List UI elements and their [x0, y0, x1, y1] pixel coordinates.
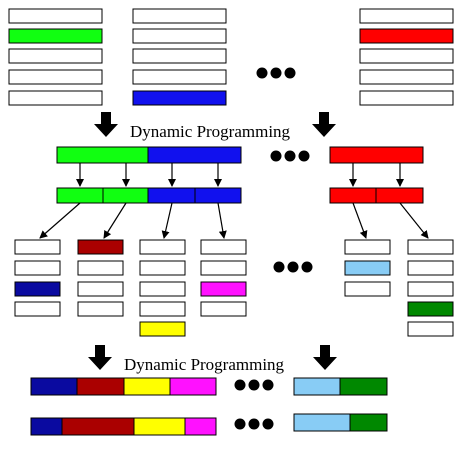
split-red-b [375, 187, 424, 204]
connector-arrow [39, 202, 81, 239]
lower-col5-box [344, 260, 391, 276]
connector-arrow [217, 202, 227, 239]
ellipsis-icon [234, 418, 274, 430]
split-blue-a [147, 187, 196, 204]
top-col1-box [8, 8, 103, 24]
lower-col3-box [139, 301, 186, 317]
final1-dark-blue [30, 377, 78, 396]
top-col1-box [8, 90, 103, 106]
dp-blue-segment [147, 146, 242, 164]
connector-arrow [352, 202, 368, 239]
down-arrow-icon [313, 345, 337, 370]
split-blue-b [194, 187, 242, 204]
connector-arrow [399, 202, 429, 239]
final1-light-blue [293, 377, 341, 396]
lower-col2-box [77, 260, 124, 276]
dp-red-segment [329, 146, 424, 164]
down-arrow-icon [312, 112, 336, 137]
top-col2-box [132, 8, 227, 24]
lower-col4-box [200, 301, 247, 317]
final1-magenta [169, 377, 217, 396]
final1-dark-red [76, 377, 125, 396]
ellipsis-icon [234, 379, 274, 391]
icons-layer [88, 67, 337, 430]
lower-col1-box [14, 239, 61, 255]
connector-arrow [103, 202, 127, 239]
lower-col1-box [14, 301, 61, 317]
top-col1-box [8, 48, 103, 64]
lower-col6-box [407, 239, 454, 255]
final2-magenta [184, 417, 217, 436]
down-arrow-icon [94, 112, 118, 137]
lower-col4-box [200, 239, 247, 255]
final2-dark-green [349, 413, 388, 432]
top-col2-box [132, 48, 227, 64]
connector-arrow [161, 202, 173, 239]
top-col1-box [8, 69, 103, 85]
lower-col5-box [344, 281, 391, 297]
top-col2-box [132, 69, 227, 85]
split-red-a [329, 187, 377, 204]
top-col2-box [132, 28, 227, 44]
lower-col3-box [139, 260, 186, 276]
lower-col3-box [139, 281, 186, 297]
lower-col5-box [344, 239, 391, 255]
dp-green-segment [56, 146, 149, 164]
lower-col3-box [139, 321, 186, 337]
split-green-a [56, 187, 104, 204]
lower-col3-box [139, 239, 186, 255]
lower-col4-box [200, 281, 247, 297]
final2-dark-blue [30, 417, 63, 436]
lower-col2-box [77, 281, 124, 297]
top-col3-box [359, 28, 454, 44]
lower-col6-box [407, 260, 454, 276]
down-arrow-icon [88, 345, 112, 370]
lower-col6-box [407, 321, 454, 337]
ellipsis-icon [256, 67, 296, 79]
ellipsis-icon [270, 150, 310, 162]
top-col2-box [132, 90, 227, 106]
lower-col1-box [14, 281, 61, 297]
final1-dark-green [339, 377, 388, 396]
split-green-b [102, 187, 149, 204]
bottom-dp-label: Dynamic Programming [124, 355, 285, 374]
final2-yellow [133, 417, 186, 436]
ellipsis-icon [273, 261, 313, 273]
lower-col6-box [407, 281, 454, 297]
connector-layer [39, 163, 429, 239]
top-col3-box [359, 69, 454, 85]
top-col1-box [8, 28, 103, 44]
top-col3-box [359, 48, 454, 64]
final2-light-blue [293, 413, 351, 432]
lower-col4-box [200, 260, 247, 276]
lower-col6-box [407, 301, 454, 317]
final2-dark-red [61, 417, 135, 436]
top-dp-label: Dynamic Programming [130, 122, 291, 141]
boxes-layer [8, 8, 454, 436]
top-col3-box [359, 8, 454, 24]
top-col3-box [359, 90, 454, 106]
lower-col2-box [77, 301, 124, 317]
lower-col1-box [14, 260, 61, 276]
lower-col2-box [77, 239, 124, 255]
final1-yellow [123, 377, 171, 396]
